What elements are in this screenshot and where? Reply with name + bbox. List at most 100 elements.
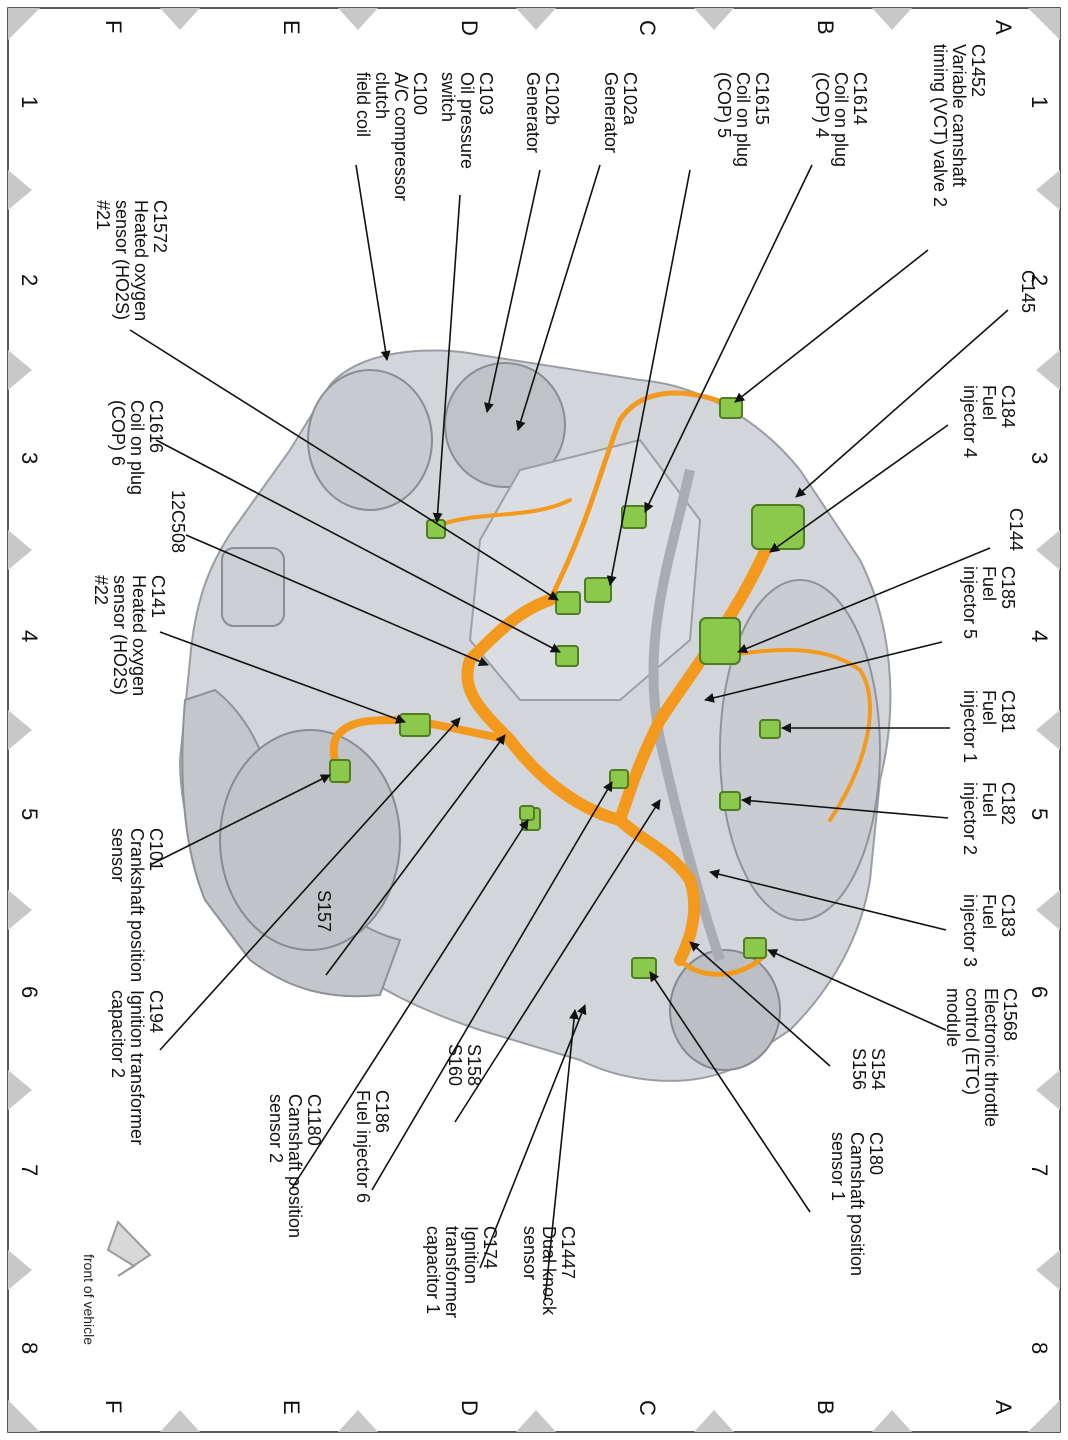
callout-line: C1180 [304, 1094, 324, 1146]
callout-line: C1614 [850, 72, 870, 125]
throttle-body [669, 949, 781, 1071]
callout-line: capacitor 1 [423, 1226, 443, 1314]
callout-line: C145 [1018, 270, 1038, 313]
harness-upper-loop [547, 390, 733, 603]
leader-c1447 [544, 1009, 580, 1301]
callout-line: C144 [1006, 508, 1026, 551]
harness-plenum-branch [698, 648, 872, 822]
border-triangles [8, 8, 1060, 1432]
callout-line: Camshaft position [847, 1132, 867, 1276]
callout-line: C1615 [752, 72, 772, 125]
leader-s157 [325, 734, 506, 976]
leader-c103 [432, 194, 461, 523]
grid-letter-top-f: F [101, 20, 126, 33]
grid-number-left-2: 2 [17, 274, 42, 286]
callout-c144: C144 [1006, 508, 1026, 551]
grid-letter-bottom-d: D [457, 1400, 482, 1416]
grid-number-right-8: 8 [1027, 1342, 1052, 1354]
callout-line: Generator [601, 72, 621, 153]
callout-line: Camshaft position [285, 1094, 305, 1238]
callout-line: C181 [998, 690, 1018, 733]
callout-line: #22 [91, 575, 111, 605]
callout-line: (COP) 6 [108, 400, 128, 466]
callout-line: A/C compressor [391, 72, 411, 201]
callout-line: capacitor 2 [108, 990, 128, 1078]
callout-line: injector 5 [960, 566, 980, 639]
grid-letter-top-c: C [635, 20, 660, 36]
callout-line: Variable camshaft [949, 44, 969, 187]
callout-line: C1447 [558, 1226, 578, 1279]
callout-line: S158 [464, 1044, 484, 1086]
leader-c182 [741, 795, 949, 819]
callout-line: C100 [410, 72, 430, 115]
callout-line: sensor (HO2S) [112, 200, 132, 320]
grid-letter-bottom-f: F [101, 1400, 126, 1413]
connector-c1180 [519, 805, 535, 821]
callout-line: sensor 1 [828, 1132, 848, 1201]
connector-c181 [759, 719, 781, 739]
callout-line: C184 [998, 385, 1018, 428]
callout-line: (COP) 4 [812, 72, 832, 138]
callout-line: Dual knock [539, 1226, 559, 1316]
grid-number-right-6: 6 [1027, 986, 1052, 998]
callout-line: #21 [93, 200, 113, 230]
leader-c1452 [734, 249, 929, 403]
callout-line: C141 [148, 575, 168, 618]
leader-c183 [709, 869, 947, 931]
callout-line: C1568 [1000, 988, 1020, 1041]
callout-line: transformer [442, 1226, 462, 1318]
leader-c101 [149, 774, 331, 866]
connector-c1452 [719, 397, 743, 419]
grid-number-left-4: 4 [17, 630, 42, 642]
callout-line: Fuel [979, 782, 999, 817]
harness-cross-branch [461, 594, 626, 826]
fuel-rail-tube [648, 468, 725, 962]
harness-generator-branch [438, 498, 572, 527]
callout-line: switch [438, 72, 458, 122]
callout-line: S157 [314, 890, 334, 932]
callout-line: Heated oxygen [129, 575, 149, 696]
intake-plenum [719, 579, 881, 921]
leader-c1614 [644, 164, 813, 513]
connector-c1572 [555, 591, 581, 615]
grid-number-right-3: 3 [1027, 452, 1052, 464]
front-arrow-icon [106, 1220, 152, 1277]
leader-c1572 [129, 329, 559, 601]
leader-c174 [479, 1004, 587, 1269]
grid-number-left-3: 3 [17, 452, 42, 464]
callout-line: C1616 [146, 400, 166, 453]
leader-c145 [795, 309, 1009, 498]
callout-line: injector 1 [960, 690, 980, 763]
connector-c141 [399, 713, 431, 737]
grid-letter-bottom-c: C [635, 1400, 660, 1416]
callout-line: S160 [445, 1044, 465, 1086]
front-of-vehicle-label: front of vehicle [81, 1254, 97, 1345]
callout-line: sensor [520, 1226, 540, 1280]
leader-c1568 [767, 949, 947, 1031]
callout-line: timing (VCT) valve 2 [930, 44, 950, 207]
callout-line: Coil on plug [831, 72, 851, 167]
grid-number-left-5: 5 [17, 808, 42, 820]
grid-number-left-8: 8 [17, 1342, 42, 1354]
callout-line: Generator [523, 72, 543, 153]
grid-letter-bottom-a: A [991, 1400, 1016, 1415]
callout-line: Crankshaft position [127, 828, 147, 982]
grid-number-left-7: 7 [17, 1164, 42, 1176]
